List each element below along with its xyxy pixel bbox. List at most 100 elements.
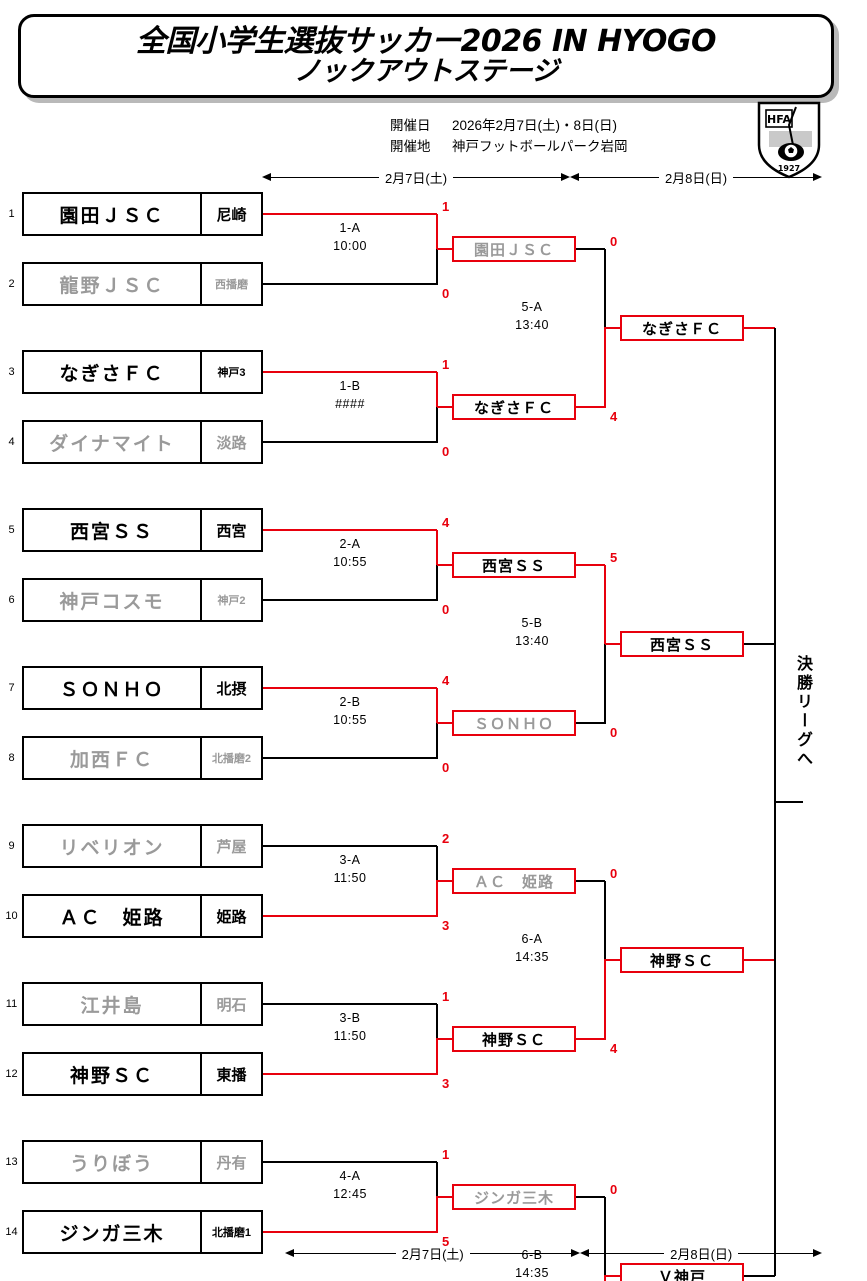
r2-feed-bottom (576, 722, 605, 724)
match-time: 12:45 (333, 1187, 367, 1202)
team-region: 淡路 (216, 434, 247, 452)
score-r2-top: 0 (610, 234, 618, 249)
match-time: 13:40 (515, 634, 549, 649)
team-seed-9: 9 (8, 840, 15, 852)
team-box-4[interactable]: ダイナマイト淡路 (22, 420, 263, 464)
match-time: 11:50 (333, 871, 367, 886)
team-box-6[interactable]: 神戸コスモ神戸2 (22, 578, 263, 622)
r1-to-qf (437, 879, 452, 883)
sf-result-box-6-A[interactable]: 神野ＳＣ (620, 947, 744, 973)
team-region: 神戸2 (217, 595, 246, 607)
match-code: 5-B (521, 616, 543, 630)
sf-to-final (744, 326, 775, 330)
r1-to-qf (437, 721, 452, 725)
qf-result-box-1-B[interactable]: なぎさＦＣ (452, 394, 576, 420)
team-name: ＳＯＮＨＯ (24, 668, 202, 708)
event-venue-row: 開催地 神戸フットボールパーク岩岡 (390, 137, 770, 158)
r2-joiner-lose (604, 644, 606, 724)
qf-result-box-1-A[interactable]: 園田ＪＳＣ (452, 236, 576, 262)
r2-feed-bottom (576, 405, 605, 409)
score-r1-bottom: 5 (442, 1234, 450, 1249)
r1-joiner-lose (436, 249, 438, 285)
arrow-right-icon (813, 1249, 823, 1257)
team-seed-7: 7 (8, 682, 15, 694)
r2-to-sf (605, 958, 620, 962)
team-region: 北播磨1 (211, 1227, 252, 1239)
team-name: 加西ＦＣ (24, 738, 202, 778)
hfa-logo-year: 1927 (778, 164, 800, 173)
r2-to-sf (605, 642, 620, 646)
team-region: 明石 (216, 996, 247, 1014)
team-name: うりぼう (24, 1142, 202, 1182)
team-seed-12: 12 (5, 1068, 18, 1080)
team-name: リベリオン (24, 826, 202, 866)
date-band-bottom-day2-label: 2月8日(日) (670, 1246, 733, 1262)
sf-result-box-5-B[interactable]: 西宮ＳＳ (620, 631, 744, 657)
team-box-10[interactable]: ＡＣ 姫路姫路 (22, 894, 263, 938)
match-code: 1-A (339, 221, 361, 235)
match-code: 3-A (339, 853, 361, 867)
match-label-3-A: 3-A 11:50 (265, 851, 435, 887)
title-banner: 全国小学生選抜サッカー2026 IN HYOGO ノックアウトステージ (18, 14, 834, 98)
sf-result-box-5-A[interactable]: なぎさＦＣ (620, 315, 744, 341)
team-name: 龍野ＪＳＣ (24, 264, 202, 304)
qf-result-box-3-B[interactable]: 神野ＳＣ (452, 1026, 576, 1052)
score-r1-bottom: 0 (442, 602, 450, 617)
r1-feed-top (263, 528, 437, 532)
r1-joiner-lose (436, 723, 438, 759)
team-box-13[interactable]: うりぼう丹有 (22, 1140, 263, 1184)
team-box-2[interactable]: 龍野ＪＳＣ 西播磨 (22, 262, 263, 306)
team-region: 尼崎 (216, 206, 247, 224)
r2-feed-top (576, 563, 605, 567)
team-name: ダイナマイト (24, 422, 202, 462)
r1-to-qf (437, 563, 452, 567)
team-box-11[interactable]: 江井島明石 (22, 982, 263, 1026)
match-time: 10:00 (333, 239, 367, 254)
score-r2-bottom: 4 (610, 409, 618, 424)
team-region: 東播 (216, 1066, 247, 1084)
r2-joiner-win (603, 565, 607, 645)
r2-to-sf (605, 326, 620, 330)
score-r2-top: 5 (610, 550, 618, 565)
date-band-bottom-day2: 2月8日(日) (580, 1244, 823, 1263)
r1-joiner-win (435, 688, 439, 724)
r1-joiner-win (435, 214, 439, 250)
team-box-9[interactable]: リベリオン芦屋 (22, 824, 263, 868)
r2-feed-bottom (576, 1037, 605, 1041)
team-region: 西宮 (216, 522, 247, 540)
r1-feed-bottom (263, 441, 437, 443)
qf-result-box-4-A[interactable]: ジンガ三木 (452, 1184, 576, 1210)
r2-joiner-win (603, 959, 607, 1040)
score-r1-bottom: 0 (442, 444, 450, 459)
sf-to-final (744, 643, 775, 645)
r1-feed-bottom (263, 283, 437, 285)
team-region: 西播磨 (215, 279, 248, 291)
qf-result-box-2-B[interactable]: ＳＯＮＨＯ (452, 710, 576, 736)
title-line-2: ノックアウトステージ (294, 55, 558, 87)
team-seed-1: 1 (8, 208, 15, 220)
match-label-5-B: 5-B 13:40 (452, 614, 612, 650)
arrow-right-icon (813, 173, 822, 181)
match-label-1-A: 1-A 10:00 (265, 219, 435, 255)
sf-result-box-6-B[interactable]: Ｖ神戸 (620, 1263, 744, 1281)
r1-joiner-lose (436, 565, 438, 601)
score-r1-bottom: 0 (442, 286, 450, 301)
team-box-14[interactable]: ジンガ三木北播磨1 (22, 1210, 263, 1254)
team-seed-14: 14 (5, 1226, 18, 1238)
team-seed-4: 4 (8, 436, 15, 448)
qf-result-box-2-A[interactable]: 西宮ＳＳ (452, 552, 576, 578)
qf-result-box-3-A[interactable]: ＡＣ 姫路 (452, 868, 576, 894)
match-code: 2-A (339, 537, 361, 551)
score-r1-top: 1 (442, 199, 450, 214)
title-line-1: 全国小学生選抜サッカー2026 IN HYOGO (135, 24, 717, 60)
